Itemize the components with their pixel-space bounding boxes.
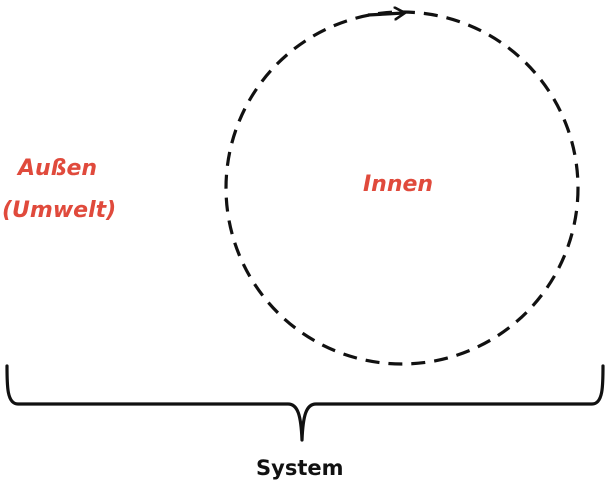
system-brace: [5, 364, 605, 442]
outside-label: Außen: [18, 156, 98, 181]
direction-arrow-icon: [367, 13, 404, 15]
outside-sublabel: (Umwelt): [2, 198, 117, 223]
system-label: System: [256, 456, 344, 480]
inside-label: Innen: [363, 172, 434, 197]
